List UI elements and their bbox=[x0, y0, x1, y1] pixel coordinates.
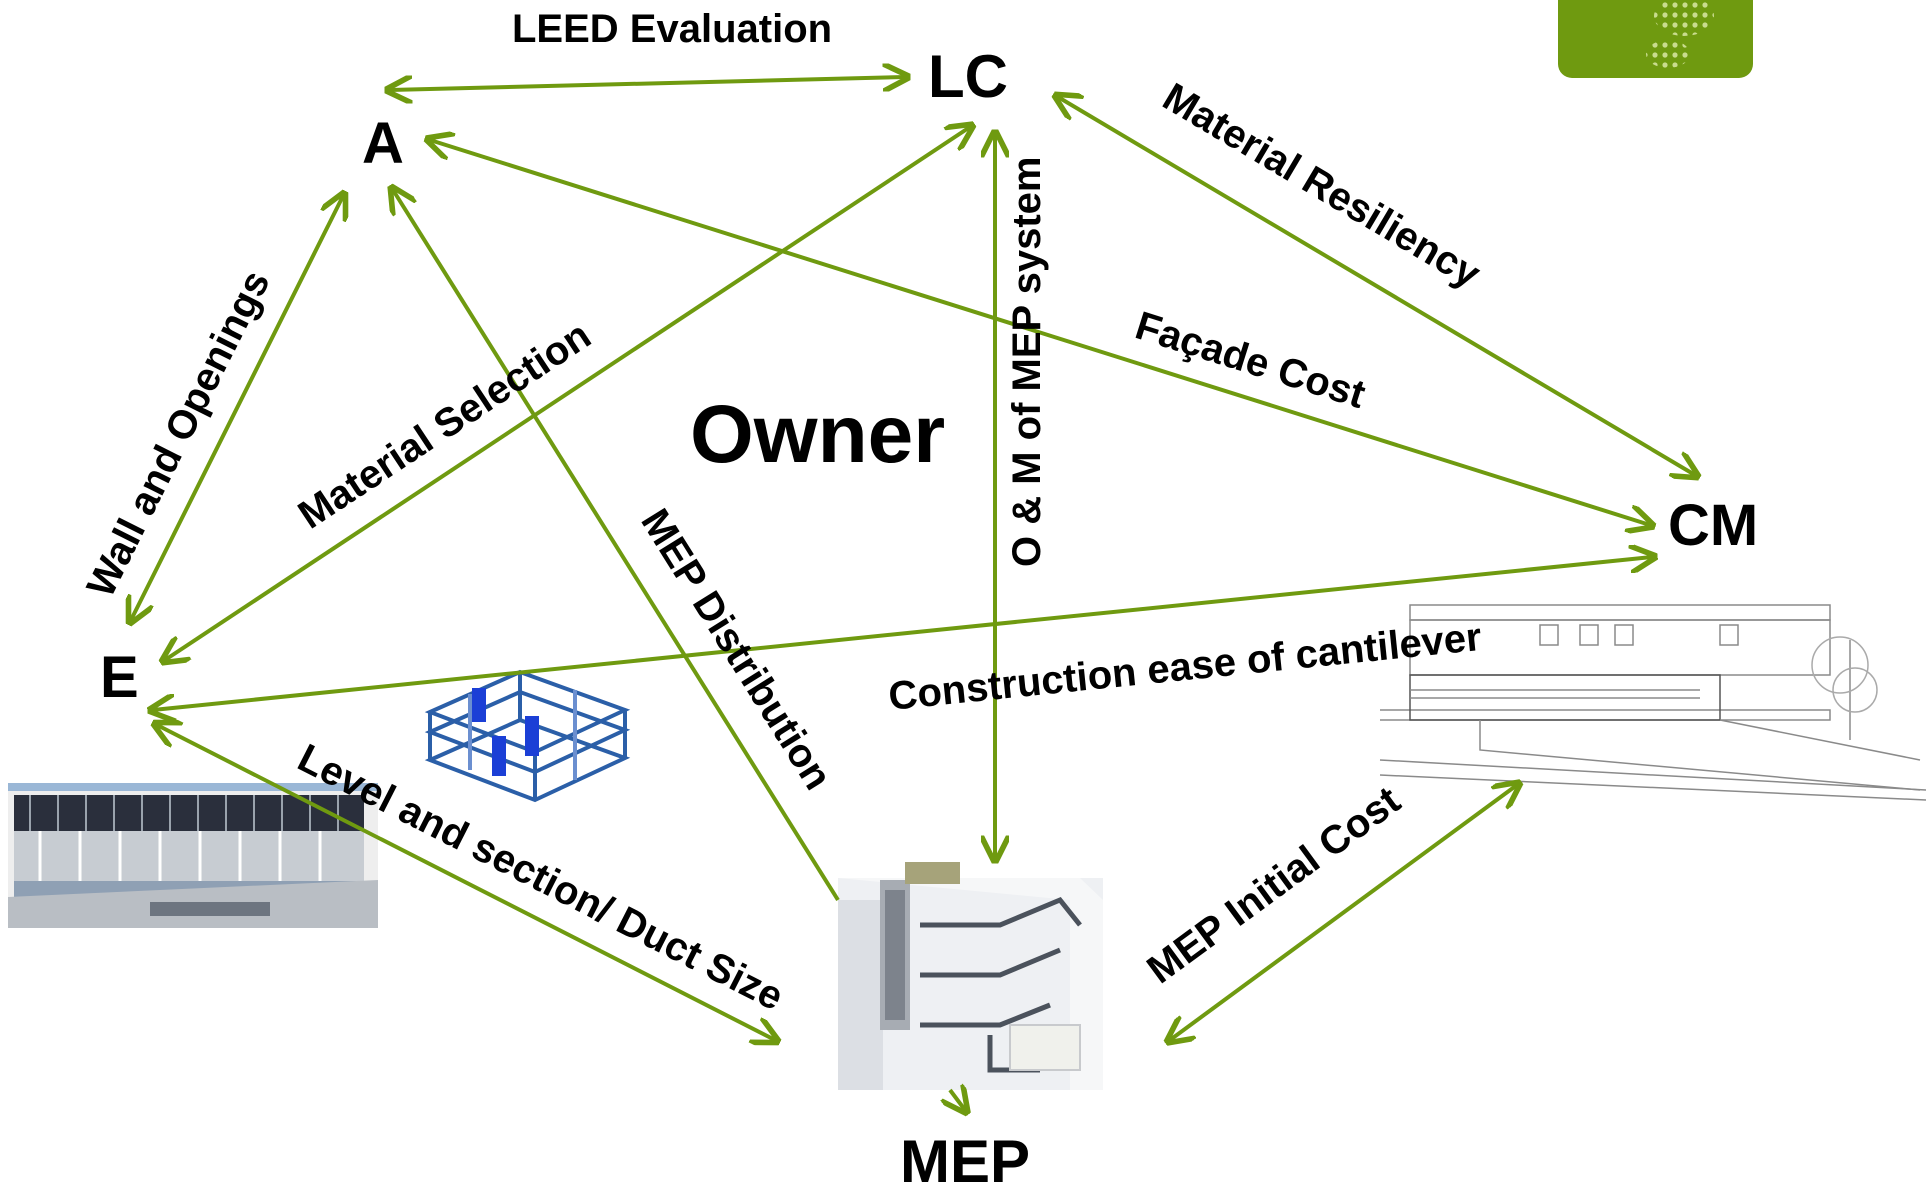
label-wall-openings: Wall and Openings bbox=[79, 264, 279, 604]
mep-duct-model bbox=[838, 862, 1103, 1090]
logo-badge bbox=[1558, 0, 1753, 78]
arrows bbox=[131, 77, 1695, 1110]
structural-frame-model bbox=[424, 669, 631, 803]
node-cm: CM bbox=[1668, 493, 1758, 558]
arrow-to-mep bbox=[950, 1090, 965, 1110]
arrow-lc-cm bbox=[1058, 97, 1695, 475]
label-mep-initial-cost: MEP Initial Cost bbox=[1139, 778, 1408, 992]
node-e: E bbox=[100, 645, 139, 710]
node-owner: Owner bbox=[690, 389, 945, 480]
label-material-selection: Material Selection bbox=[291, 313, 599, 537]
arrow-a-mep bbox=[393, 190, 840, 902]
node-a: A bbox=[362, 111, 404, 176]
arrow-e-cm bbox=[153, 557, 1652, 710]
node-lc: LC bbox=[928, 43, 1008, 110]
building-photo bbox=[8, 783, 378, 928]
arrow-a-e bbox=[131, 196, 343, 620]
label-mep-distribution: MEP Distribution bbox=[632, 501, 840, 797]
label-om-mep-system: O & M of MEP system bbox=[1005, 157, 1049, 567]
arrow-a-lc bbox=[390, 77, 905, 90]
label-leed-evaluation: LEED Evaluation bbox=[512, 7, 832, 51]
node-mep: MEP bbox=[900, 1128, 1030, 1186]
arrow-mep-cm bbox=[1170, 785, 1517, 1040]
label-construction-ease: Construction ease of cantilever bbox=[886, 615, 1483, 719]
arrow-e-mep bbox=[157, 725, 775, 1040]
